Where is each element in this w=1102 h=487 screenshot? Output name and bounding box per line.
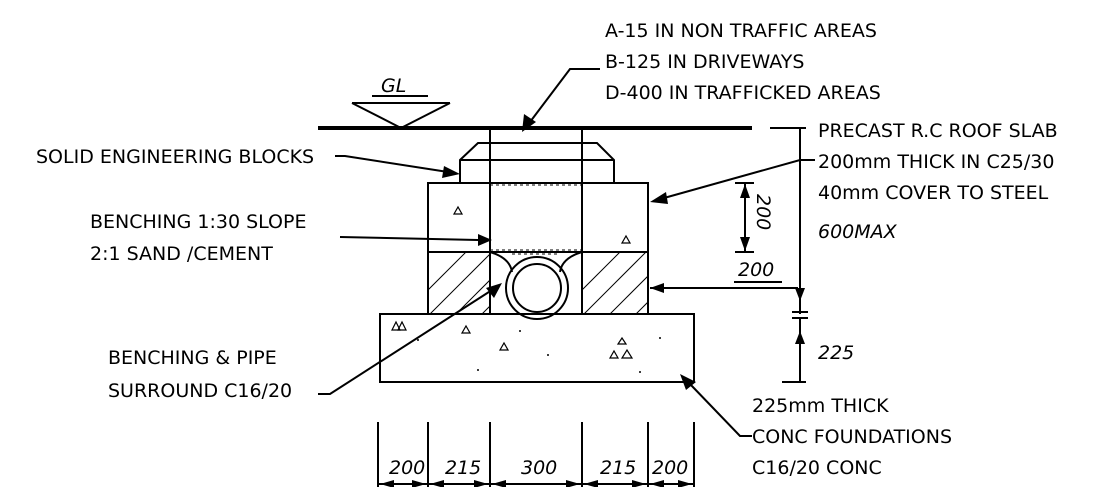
cover-grade-a-label: A-15 IN NON TRAFFIC AREAS [605,20,877,42]
slab-label-1: PRECAST R.C ROOF SLAB [818,120,1058,142]
bench-pipe-label-2: SURROUND C16/20 [108,380,292,402]
bottom-dimension-5: 200 [652,457,688,479]
bottom-dimension-2: 215 [445,457,481,479]
solid-engineering-blocks-label: SOLID ENGINEERING BLOCKS [36,146,314,168]
offset-dimension: 200 [738,259,774,281]
bottom-dimension-lines [377,422,695,487]
blocks-leader [335,155,460,178]
bench-pipe-label-1: BENCHING & PIPE [108,347,277,369]
bottom-dimension-4: 215 [600,457,636,479]
precast-roof-slab [427,182,649,253]
foundation-label-1: 225mm THICK [752,395,889,417]
slab-label-2: 200mm THICK IN C25/30 [818,151,1054,173]
foundation-label-2: CONC FOUNDATIONS [752,426,952,448]
bench-slope-leader [339,234,492,246]
cover-grade-d-label: D-400 IN TRAFFICKED AREAS [605,82,881,104]
slab-label-3: 40mm COVER TO STEEL [818,182,1049,204]
concrete-foundation [379,313,695,383]
ground-level-label: GL [381,75,406,97]
bottom-dimension-3: 300 [521,457,557,479]
cover-grade-b-label: B-125 IN DRIVEWAYS [605,51,804,73]
bottom-dimension-1: 200 [389,457,425,479]
foundation-thickness-dimension: 225 [818,342,854,364]
bench-pipe-leader [318,283,502,395]
solid-engineering-blocks [459,128,615,184]
foundation-leader [680,374,752,437]
slab-height-dimension: 200 [752,194,774,230]
slab-leader [650,159,815,204]
right-dimension-lines [650,127,808,383]
benching-and-pipe [489,251,583,320]
bench-slope-label-2: 2:1 SAND /CEMENT [90,243,273,265]
max-height-dimension: 600MAX [818,221,898,243]
cover-grade-leader [522,68,600,132]
ground-level-symbol [351,95,451,129]
foundation-label-3: C16/20 CONC [752,457,882,479]
bench-slope-label-1: BENCHING 1:30 SLOPE [90,211,306,233]
